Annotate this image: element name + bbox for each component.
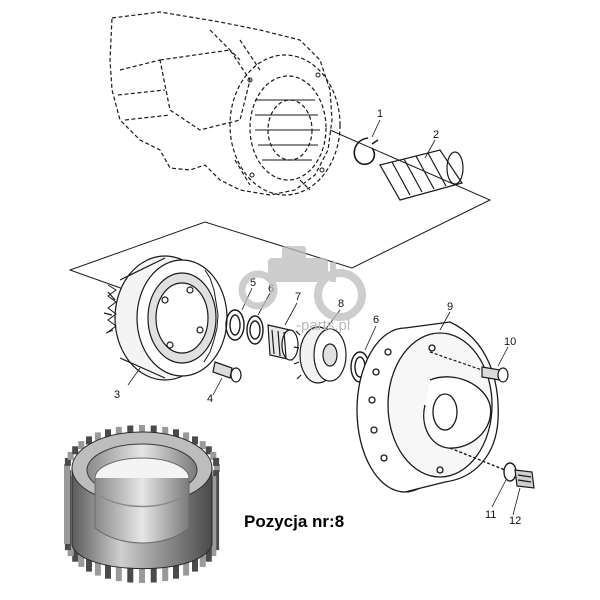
position-caption: Pozycja nr:8 <box>244 512 345 531</box>
part-2-splined-shaft <box>379 149 464 201</box>
gear-tooth <box>78 441 85 450</box>
part-3-ring-gear <box>103 255 228 381</box>
assembly-leader-lines <box>68 129 492 306</box>
gear-tooth <box>115 426 122 435</box>
part-1-circlip <box>353 137 379 166</box>
part-8-planet-gear <box>293 326 347 384</box>
part-9-hub-carrier <box>356 321 499 493</box>
axle-housing-outline <box>109 11 341 196</box>
gear-tooth <box>94 432 101 441</box>
watermark-text: -parts.pl <box>296 317 350 334</box>
callout-2: 2 <box>433 129 439 141</box>
gear-tooth <box>105 429 111 438</box>
callout-7: 7 <box>295 291 301 303</box>
gear-tooth <box>64 457 71 466</box>
part-5-thrust-washer <box>225 309 245 341</box>
gear-tooth <box>127 425 134 434</box>
gear-tooth <box>139 425 145 433</box>
callout-6b: 6 <box>373 314 379 326</box>
part-10-bolt <box>429 351 509 383</box>
gear-photo <box>64 425 220 583</box>
callout-1: 1 <box>377 108 383 120</box>
gear-tooth <box>192 436 198 445</box>
callout-4: 4 <box>207 393 213 405</box>
watermark-logo <box>238 246 366 321</box>
gear-tooth <box>210 476 217 557</box>
gear-tooth <box>210 451 217 460</box>
callout-11: 11 <box>485 509 496 521</box>
callout-9: 9 <box>447 301 453 313</box>
gear-tooth <box>205 446 212 455</box>
callout-3: 3 <box>114 389 120 401</box>
callout-10: 10 <box>504 336 516 348</box>
gear-tooth <box>86 436 92 445</box>
gear-tooth <box>183 432 190 441</box>
callout-12: 12 <box>509 515 521 527</box>
part-12-drain-plug <box>514 469 535 489</box>
gear-tooth <box>64 464 70 544</box>
housing-hub-detail <box>247 72 325 178</box>
part-7-roller-bearing <box>267 324 299 361</box>
part-4-bolt <box>212 361 242 383</box>
part-3-gear-teeth <box>107 269 219 363</box>
gear-tooth <box>199 441 206 450</box>
gear-tooth <box>173 429 179 438</box>
part-6-ring-upper <box>246 315 264 345</box>
callout-5: 5 <box>250 277 256 289</box>
gear-tooth <box>214 464 220 472</box>
callout-8: 8 <box>338 298 344 310</box>
gear-tooth <box>67 451 74 460</box>
gear-tooth <box>213 457 220 466</box>
gear-tooth <box>162 426 169 435</box>
gear-tooth <box>72 446 79 455</box>
gear-tooth <box>150 425 157 434</box>
